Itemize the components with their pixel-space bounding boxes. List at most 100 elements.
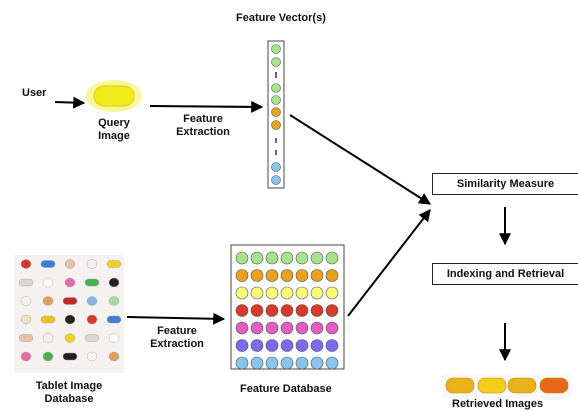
query-image-label-line2: Image	[98, 130, 130, 142]
tablet-thumbnail	[86, 259, 98, 269]
feature-extraction-top-line2: Extraction	[176, 126, 230, 138]
user-label: User	[22, 87, 47, 99]
feature-cell	[325, 251, 339, 265]
tablet-thumbnail	[20, 314, 32, 325]
vector-element	[271, 95, 281, 105]
tablet-thumbnail	[86, 351, 98, 362]
feature-cell	[235, 356, 249, 370]
retrieved-tablet	[477, 377, 507, 394]
tablet-thumbnail	[20, 259, 32, 269]
tablet-thumbnail	[108, 333, 120, 343]
feature-cell	[280, 304, 294, 317]
feature-vector	[267, 40, 285, 189]
tablet-database-label: Tablet Image Database	[22, 380, 116, 406]
feature-cell	[250, 356, 264, 370]
vector-element	[271, 120, 281, 130]
feature-cell	[325, 304, 339, 317]
feature-extraction-top-label: Feature Extraction	[170, 113, 236, 139]
tablet-thumbnail	[62, 352, 78, 361]
feature-cell	[250, 269, 264, 282]
feature-cell	[265, 339, 279, 352]
tablet-thumbnail	[42, 333, 54, 343]
query-image-label: Query Image	[94, 117, 134, 143]
similarity-measure-box: Similarity Measure	[432, 173, 578, 195]
feature-cell	[295, 251, 309, 265]
feature-cell	[265, 251, 279, 265]
feature-cell	[235, 286, 249, 300]
tablet-thumbnail	[64, 259, 76, 269]
tablet-database-label-line2: Database	[44, 393, 94, 405]
tablet-thumbnail	[64, 277, 76, 288]
feature-cell	[280, 356, 294, 370]
feature-cell	[250, 304, 264, 317]
feature-cell	[280, 269, 294, 282]
tablet-thumbnail	[86, 314, 98, 325]
feature-cell	[310, 251, 324, 265]
tablet-thumbnail	[108, 296, 120, 306]
feature-cell	[280, 251, 294, 265]
similarity-measure-text: Similarity Measure	[456, 178, 555, 190]
feature-vectors-label: Feature Vector(s)	[236, 12, 326, 24]
arrow-vector-to-similarity	[289, 114, 432, 205]
tablet-thumbnail	[84, 278, 100, 287]
feature-cell	[265, 304, 279, 317]
tablet-thumbnail	[108, 351, 120, 362]
feature-cell	[295, 321, 309, 335]
indexing-retrieval-box: Indexing and Retrieval	[432, 263, 578, 285]
retrieved-images-label: Retrieved Images	[452, 398, 544, 410]
feature-cell	[250, 251, 264, 265]
tablet-thumbnail	[40, 315, 56, 324]
vector-element	[271, 57, 281, 67]
feature-cell	[295, 339, 309, 352]
feature-cell	[265, 286, 279, 300]
feature-cell	[280, 321, 294, 335]
tablet-thumbnail	[42, 296, 54, 306]
tablet-thumbnail	[108, 277, 120, 288]
tablet-image-database	[14, 255, 124, 373]
feature-cell	[235, 304, 249, 317]
feature-cell	[265, 321, 279, 335]
feature-cell	[325, 339, 339, 352]
feature-database	[230, 244, 345, 370]
indexing-retrieval-text: Indexing and Retrieval	[446, 268, 565, 280]
tablet-thumbnail	[18, 334, 34, 342]
feature-cell	[295, 356, 309, 370]
retrieved-tablet	[507, 377, 537, 394]
query-image-label-line1: Query	[98, 117, 130, 129]
feature-cell	[235, 339, 249, 352]
tablet-thumbnail	[106, 315, 122, 324]
tablet-thumbnail	[20, 351, 32, 362]
arrow-featuredb-to-similarity	[347, 209, 431, 317]
feature-cell	[250, 339, 264, 352]
vector-element	[271, 107, 281, 117]
vector-element	[271, 44, 281, 54]
feature-cell	[310, 286, 324, 300]
retrieved-tablet	[445, 377, 475, 394]
feature-cell	[280, 339, 294, 352]
feature-cell	[310, 269, 324, 282]
tablet-thumbnail	[86, 296, 98, 306]
feature-cell	[250, 321, 264, 335]
query-image	[86, 80, 142, 112]
vector-element	[271, 83, 281, 93]
tablet-thumbnail	[64, 333, 76, 343]
feature-cell	[310, 339, 324, 352]
tablet-thumbnail	[18, 278, 34, 287]
feature-cell	[325, 321, 339, 335]
feature-cell	[295, 286, 309, 300]
feature-cell	[295, 269, 309, 282]
feature-cell	[325, 269, 339, 282]
arrow-query-to-vector	[149, 100, 264, 113]
arrow-db-to-featuredb	[126, 312, 226, 325]
tablet-thumbnail	[62, 297, 78, 305]
feature-cell	[295, 304, 309, 317]
feature-cell	[265, 356, 279, 370]
feature-extraction-bottom-line2: Extraction	[150, 338, 204, 350]
feature-extraction-bottom-line1: Feature	[157, 325, 197, 337]
retrieved-tablet	[539, 377, 569, 394]
feature-cell	[310, 321, 324, 335]
feature-cell	[235, 269, 249, 282]
vector-element	[271, 162, 281, 172]
feature-database-label: Feature Database	[240, 383, 332, 395]
